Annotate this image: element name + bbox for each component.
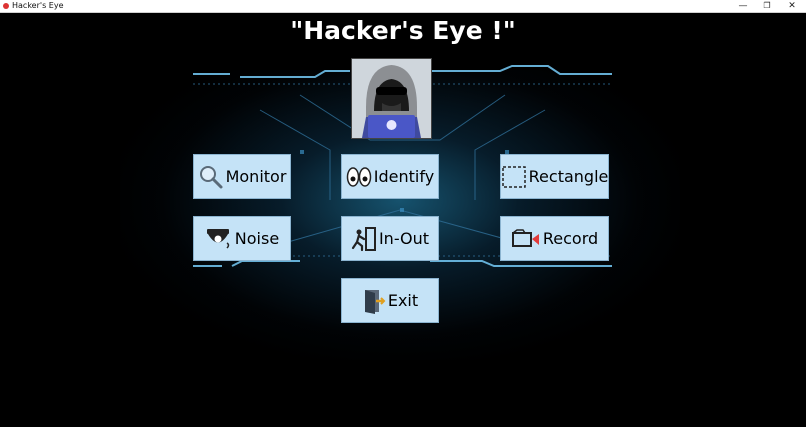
security-camera-icon [205, 227, 233, 251]
exit-label: Exit [387, 291, 419, 310]
identify-label: Identify [373, 167, 435, 186]
minimize-button[interactable]: — [738, 1, 748, 11]
close-button[interactable]: ✕ [788, 1, 796, 11]
window-title: Hacker's Eye [12, 1, 64, 10]
maximize-button[interactable]: ❐ [763, 1, 771, 10]
record-label: Record [542, 229, 599, 248]
page-title: "Hacker's Eye !" [290, 16, 516, 45]
app-icon [3, 3, 9, 9]
noise-label: Noise [234, 229, 280, 248]
monitor-button[interactable]: Monitor [193, 154, 291, 199]
in-out-button[interactable]: In-Out [341, 216, 439, 261]
identify-button[interactable]: Identify [341, 154, 439, 199]
rectangle-button[interactable]: Rectangle [500, 154, 609, 199]
video-camera-icon [511, 228, 541, 249]
in-out-label: In-Out [378, 229, 430, 248]
window-titlebar: Hacker's Eye — ❐ ✕ [0, 0, 806, 13]
monitor-label: Monitor [225, 167, 287, 186]
rectangle-label: Rectangle [528, 167, 609, 186]
record-button[interactable]: Record [500, 216, 609, 261]
noise-button[interactable]: Noise [193, 216, 291, 261]
dashed-rectangle-icon [501, 165, 527, 189]
magnifier-icon [198, 164, 224, 190]
exit-door-icon [362, 288, 386, 314]
exit-button[interactable]: Exit [341, 278, 439, 323]
eyes-icon [346, 166, 372, 188]
person-door-icon [351, 226, 377, 252]
hooded-hacker-icon [351, 58, 432, 139]
